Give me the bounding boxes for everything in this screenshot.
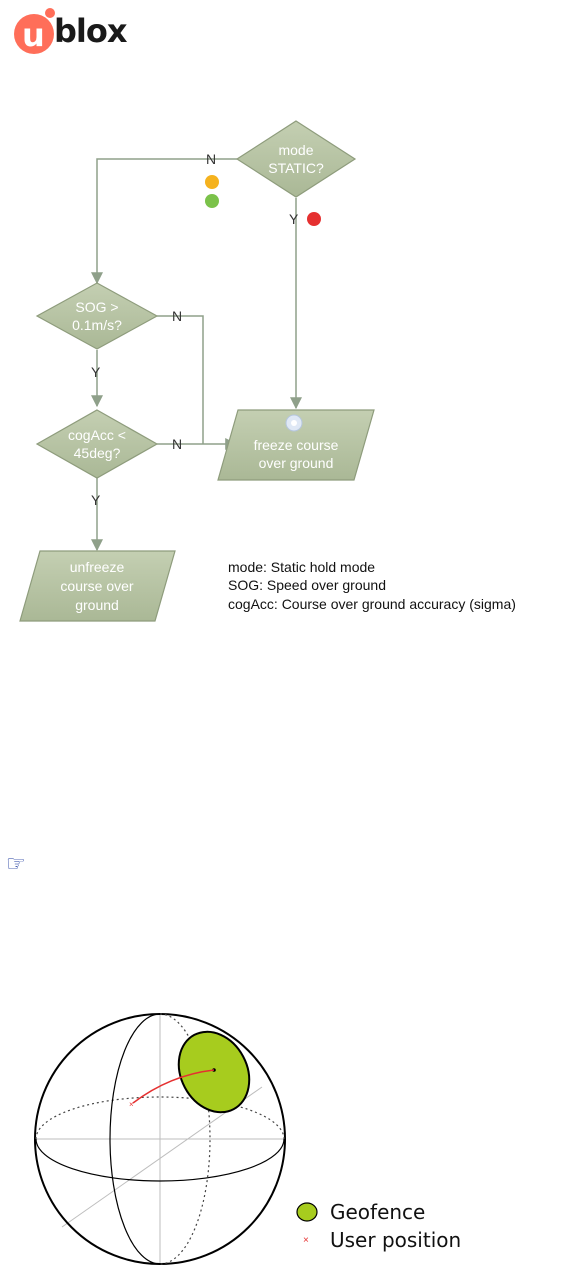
node-sog: SOG > 0.1m/s?: [35, 282, 159, 350]
status-dot-red: [307, 212, 321, 226]
legend-user-swatch: ×: [303, 1235, 309, 1246]
logo-circle: u: [14, 14, 54, 54]
label-cog-n: N: [172, 436, 182, 452]
node-cog-line1: cogAcc <: [68, 427, 126, 443]
status-dot-green: [205, 194, 219, 208]
node-sog-line2: 0.1m/s?: [72, 317, 122, 333]
user-path: [132, 1069, 215, 1104]
edge-mode-n: [91, 158, 237, 285]
status-dot-orange: [205, 175, 219, 189]
gear-icon: [285, 414, 303, 432]
node-mode-line2: STATIC?: [268, 160, 324, 176]
node-sog-line1: SOG >: [75, 299, 118, 315]
node-unfreeze-line1: unfreeze: [70, 559, 125, 575]
node-freeze: freeze course over ground: [217, 409, 375, 481]
label-sog-n: N: [172, 308, 182, 324]
label-sog-y: Y: [91, 364, 101, 380]
flowchart: mode STATIC? SOG > 0.1m/s? cogAcc < 45de…: [19, 120, 516, 622]
sphere: [34, 1013, 286, 1265]
node-unfreeze: unfreeze course over ground: [19, 550, 176, 622]
ublox-logo: u blox: [14, 8, 174, 60]
legend-geofence-swatch: [296, 1202, 318, 1222]
edge-sog-n: [157, 315, 204, 444]
legend-line-2: SOG: Speed over ground: [228, 577, 386, 593]
label-mode-n: N: [206, 151, 216, 167]
node-unfreeze-line3: ground: [75, 597, 119, 613]
equator-front: [35, 1138, 285, 1182]
legend-line-1: mode: Static hold mode: [228, 559, 375, 575]
legend-geofence-label: Geofence: [330, 1200, 425, 1224]
node-mode-static: mode STATIC?: [235, 120, 357, 198]
label-cog-y: Y: [91, 492, 101, 508]
meridian-front: [109, 1013, 161, 1265]
label-mode-y: Y: [289, 211, 299, 227]
node-freeze-line1: freeze course: [254, 437, 339, 453]
geofence-area: [177, 1030, 251, 1114]
pointing-hand-icon: ☞: [6, 852, 26, 877]
legend-line-3: cogAcc: Course over ground accuracy (sig…: [228, 596, 516, 612]
legend-user-label: User position: [330, 1228, 461, 1252]
user-position-marker: ×: [129, 1100, 134, 1109]
geofence-legend: Geofence × User position: [296, 1200, 461, 1252]
logo-u: u: [22, 16, 45, 54]
node-freeze-line2: over ground: [259, 455, 334, 471]
logo-text: blox: [54, 12, 127, 50]
node-cog-line2: 45deg?: [74, 445, 121, 461]
node-cogacc: cogAcc < 45deg?: [35, 409, 159, 479]
node-unfreeze-line2: course over: [60, 578, 133, 594]
logo-dot: [45, 8, 55, 18]
geofence-figure: × Geofence × User position: [34, 1013, 461, 1265]
connectors: [91, 158, 302, 552]
node-mode-line1: mode: [278, 142, 313, 158]
